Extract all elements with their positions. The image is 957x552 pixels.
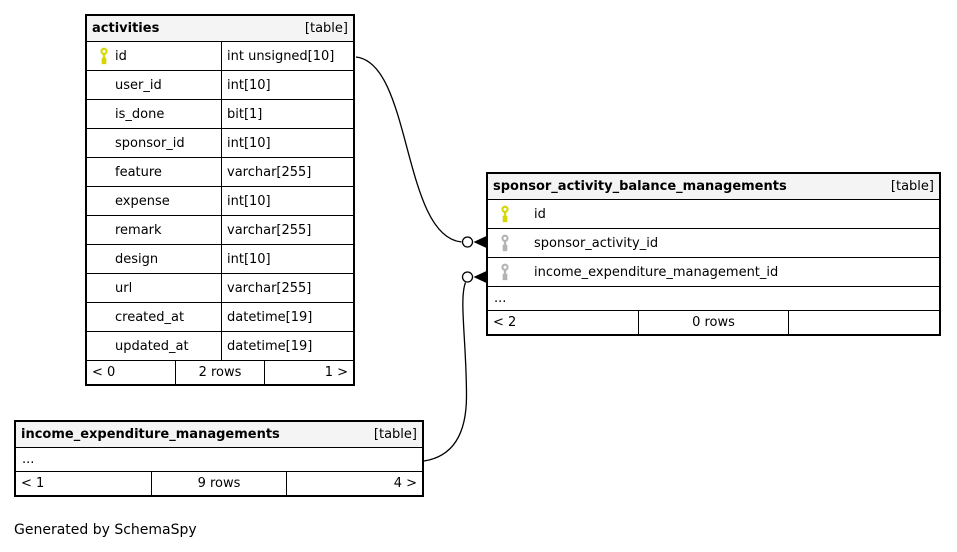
foreign-key-icon (498, 234, 511, 253)
column-name: expense (115, 193, 170, 209)
footer-row-count: 9 rows (150, 472, 287, 495)
table-row: url varchar[255] (87, 273, 353, 302)
table-title[interactable]: sponsor_activity_balance_managements (493, 179, 787, 194)
primary-key-icon (97, 47, 110, 66)
footer-children-count: < 0 (92, 365, 116, 380)
key-slot-empty (97, 134, 110, 153)
table-sponsor-activity-balance-managements[interactable]: sponsor_activity_balance_managements [ta… (486, 172, 941, 336)
column-type: bit[1] (227, 106, 263, 122)
table-footer: < 1 9 rows 4 > (16, 471, 422, 495)
footer-parents-count (788, 311, 939, 334)
column-type: int[10] (227, 193, 271, 209)
table-row: expense int[10] (87, 186, 353, 215)
table-row: id int unsigned[10] (87, 41, 353, 70)
crow-foot-many-marker (473, 235, 487, 249)
column-type: varchar[255] (227, 222, 312, 238)
column-name: id (534, 206, 546, 222)
foreign-key-icon (498, 263, 511, 282)
table-row: user_id int[10] (87, 70, 353, 99)
key-slot-empty (97, 308, 110, 327)
key-slot-empty (97, 221, 110, 240)
column-type: varchar[255] (227, 164, 312, 180)
column-name: design (115, 251, 159, 267)
table-row: is_done bit[1] (87, 99, 353, 128)
key-slot-empty (97, 76, 110, 95)
footer-parents-count: 1 > (264, 361, 353, 384)
column-name: sponsor_id (115, 135, 185, 151)
footer-children-count: < 1 (21, 476, 45, 491)
key-slot-empty (97, 279, 110, 298)
zero-or-one-circle (461, 236, 474, 248)
key-slot-empty (97, 105, 110, 124)
table-row: income_expenditure_management_id (488, 257, 939, 286)
key-slot-empty (97, 192, 110, 211)
column-type: int[10] (227, 251, 271, 267)
key-slot-empty (97, 250, 110, 269)
table-header-sponsor-activity-balance-managements[interactable]: sponsor_activity_balance_managements [ta… (488, 174, 939, 199)
table-row: sponsor_activity_id (488, 228, 939, 257)
column-name: remark (115, 222, 162, 238)
hidden-columns-ellipsis: ... (16, 447, 422, 471)
column-name: is_done (115, 106, 165, 122)
column-type: datetime[19] (227, 309, 313, 325)
table-activities[interactable]: activities [table] id int unsigned[10] u… (85, 14, 355, 386)
table-tag: [table] (890, 179, 934, 194)
column-type: varchar[255] (227, 280, 312, 296)
generated-by-note: Generated by SchemaSpy (14, 522, 197, 538)
crow-foot-many-marker (473, 270, 487, 284)
footer-parents-count: 4 > (286, 472, 422, 495)
column-name: sponsor_activity_id (534, 235, 659, 251)
table-row: id (488, 199, 939, 228)
footer-row-count: 0 rows (637, 311, 789, 334)
table-income-expenditure-managements[interactable]: income_expenditure_managements [table] .… (14, 420, 424, 497)
hidden-columns-ellipsis: ... (488, 286, 939, 310)
table-footer: < 2 0 rows (488, 310, 939, 334)
column-type: datetime[19] (227, 338, 313, 354)
footer-row-count: 2 rows (175, 361, 264, 384)
table-row: remark varchar[255] (87, 215, 353, 244)
table-tag: [table] (373, 427, 417, 442)
relationship-line-income-expenditure-to-management-id (423, 282, 468, 462)
column-name: created_at (115, 309, 185, 325)
zero-or-one-circle (461, 271, 474, 283)
footer-children-count: < 2 (493, 315, 517, 330)
column-name: user_id (115, 77, 162, 93)
table-header-income-expenditure-managements[interactable]: income_expenditure_managements [table] (16, 422, 422, 447)
table-title[interactable]: activities (92, 21, 160, 36)
table-row: updated_at datetime[19] (87, 331, 353, 360)
table-row: feature varchar[255] (87, 157, 353, 186)
table-row: created_at datetime[19] (87, 302, 353, 331)
column-name: updated_at (115, 338, 189, 354)
table-row: sponsor_id int[10] (87, 128, 353, 157)
column-type: int unsigned[10] (227, 48, 335, 64)
column-type: int[10] (227, 135, 271, 151)
column-name: url (115, 280, 133, 296)
column-name: income_expenditure_management_id (534, 264, 779, 280)
key-slot-empty (97, 337, 110, 356)
table-header-activities[interactable]: activities [table] (87, 16, 353, 41)
relationship-line-activities-to-sponsor-activity-id (355, 56, 462, 243)
column-name: feature (115, 164, 162, 180)
table-row: design int[10] (87, 244, 353, 273)
key-slot-empty (97, 163, 110, 182)
table-footer: < 0 2 rows 1 > (87, 360, 353, 384)
column-type: int[10] (227, 77, 271, 93)
table-tag: [table] (304, 21, 348, 36)
column-name: id (115, 48, 127, 64)
table-title[interactable]: income_expenditure_managements (21, 427, 280, 442)
primary-key-icon (498, 205, 511, 224)
